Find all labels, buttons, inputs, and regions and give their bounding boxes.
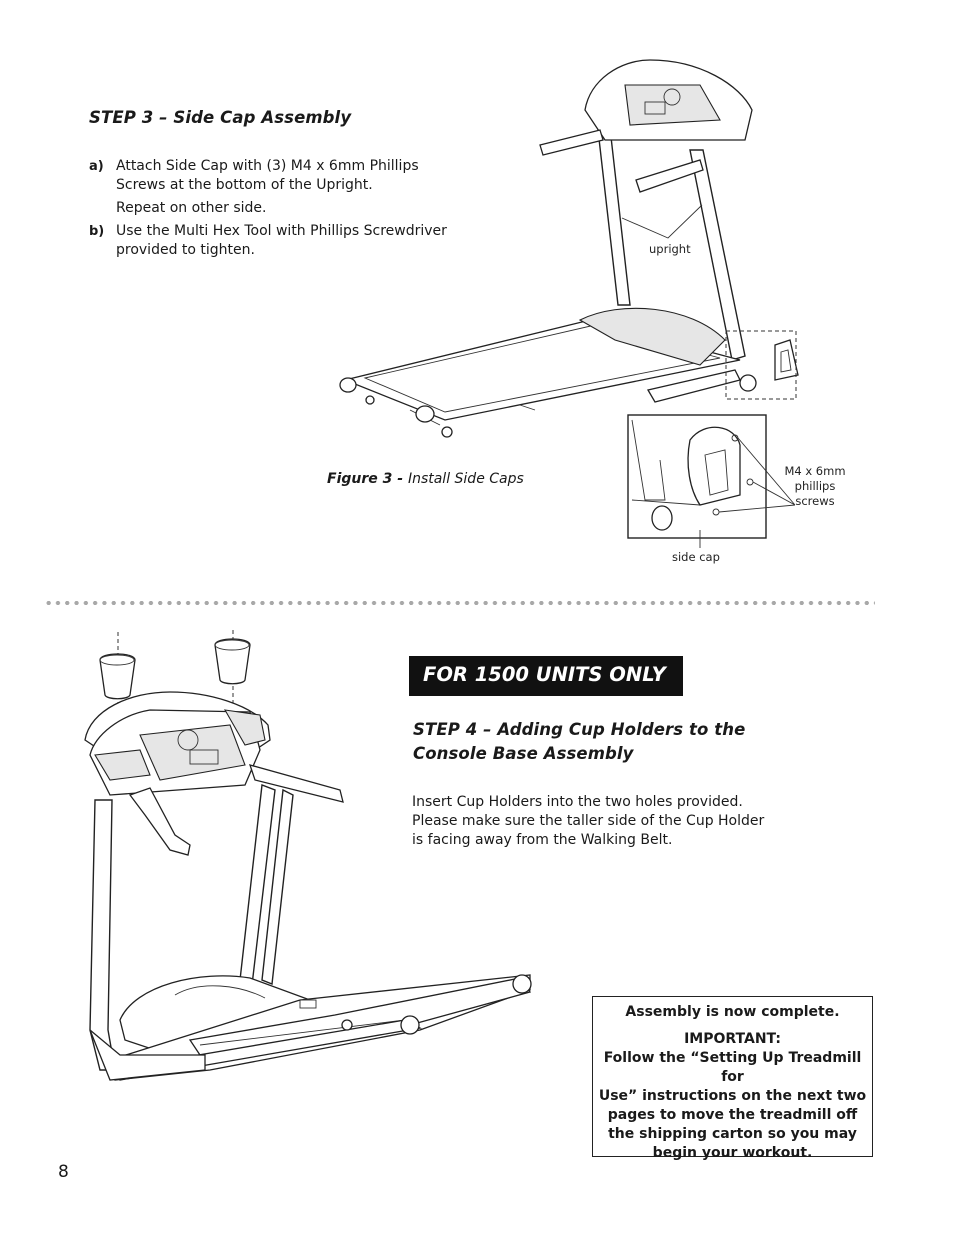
step4-body-line2: Please make sure the taller side of the … bbox=[412, 813, 765, 829]
notice-line3: Follow the “Setting Up Treadmill for bbox=[603, 1050, 862, 1085]
step3-item-b-line2: provided to tighten. bbox=[116, 242, 255, 258]
figure3-caption: Figure 3 - Install Side Caps bbox=[327, 471, 524, 487]
assembly-complete-notice: Assembly is now complete. IMPORTANT: Fol… bbox=[592, 996, 873, 1161]
notice-line4: Use” instructions on the next two bbox=[598, 1088, 867, 1104]
step3-title: STEP 3 – Side Cap Assembly bbox=[89, 108, 352, 127]
figure3-caption-bold: Figure 3 - bbox=[327, 471, 408, 487]
step4-title-line2: Console Base Assembly bbox=[413, 744, 634, 763]
step3-item-a-line1: Attach Side Cap with (3) M4 x 6mm Philli… bbox=[116, 158, 419, 174]
units-only-banner: FOR 1500 UNITS ONLY bbox=[409, 656, 683, 696]
section-divider bbox=[44, 599, 875, 607]
notice-line5: pages to move the treadmill off bbox=[607, 1107, 858, 1123]
figure3-label-screws-line1: M4 x 6mm bbox=[784, 464, 846, 478]
step4-body-line1: Insert Cup Holders into the two holes pr… bbox=[412, 794, 743, 810]
figure3-label-screws-line3: screws bbox=[795, 494, 835, 508]
step3-item-b-label: b) bbox=[89, 224, 105, 239]
figure3-label-screws: M4 x 6mm phillips screws bbox=[770, 464, 860, 509]
figure3-label-side-cap: side cap bbox=[672, 550, 720, 564]
figure3-treadmill-illustration bbox=[339, 59, 799, 548]
step4-body-line3: is facing away from the Walking Belt. bbox=[412, 832, 673, 848]
step3-item-a-line3: Repeat on other side. bbox=[116, 200, 267, 216]
notice-line1: Assembly is now complete. bbox=[625, 1004, 840, 1020]
figure3-label-upright: upright bbox=[649, 242, 691, 256]
notice-line7: begin your workout. bbox=[652, 1145, 813, 1161]
step3-item-b-line1: Use the Multi Hex Tool with Phillips Scr… bbox=[116, 223, 447, 239]
figure3-caption-text: Install Side Caps bbox=[407, 471, 524, 487]
step3-item-a-label: a) bbox=[89, 159, 104, 174]
notice-important-label: IMPORTANT: bbox=[684, 1031, 781, 1047]
figure3-label-screws-line2: phillips bbox=[794, 479, 836, 493]
notice-line6: the shipping carton so you may bbox=[608, 1126, 857, 1142]
figure4-treadmill-illustration bbox=[84, 630, 532, 1081]
page-number: 8 bbox=[58, 1162, 69, 1182]
step4-title-line1: STEP 4 – Adding Cup Holders to the bbox=[413, 720, 746, 739]
step3-item-a-line2: Screws at the bottom of the Upright. bbox=[116, 177, 373, 193]
